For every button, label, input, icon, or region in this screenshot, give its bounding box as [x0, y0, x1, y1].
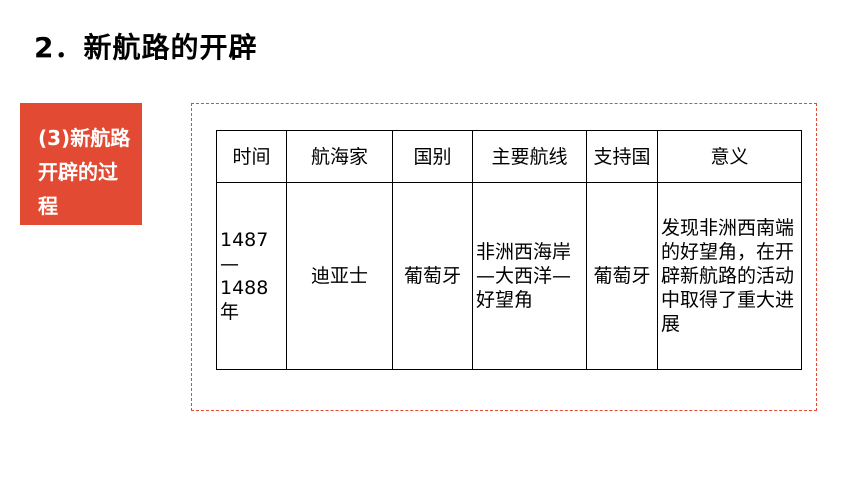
column-header-country: 国别	[392, 130, 473, 183]
dashed-frame	[191, 103, 817, 411]
cell-route: 非洲西海岸—大西洋—好望角	[472, 182, 587, 370]
column-header-navigator: 航海家	[286, 130, 393, 183]
column-header-significance: 意义	[657, 130, 802, 183]
cell-navigator: 迪亚士	[286, 182, 393, 370]
table-row: 1487—1488年 迪亚士 葡萄牙 非洲西海岸—大西洋—好望角 葡萄牙 发现非…	[216, 182, 802, 370]
section-tag: (3)新航路开辟的过程	[20, 103, 142, 225]
column-header-time: 时间	[216, 130, 287, 183]
column-header-route: 主要航线	[472, 130, 587, 183]
table-header-row: 时间 航海家 国别 主要航线 支持国 意义	[216, 130, 802, 183]
column-header-sponsor: 支持国	[586, 130, 658, 183]
cell-country: 葡萄牙	[392, 182, 473, 370]
cell-time: 1487—1488年	[216, 182, 287, 370]
cell-significance: 发现非洲西南端的好望角，在开辟新航路的活动中取得了重大进展	[657, 182, 802, 370]
cell-sponsor: 葡萄牙	[586, 182, 658, 370]
page-title: 2．新航路的开辟	[34, 31, 258, 64]
voyage-table: 时间 航海家 国别 主要航线 支持国 意义 1487—1488年 迪亚士 葡萄牙…	[216, 130, 802, 370]
